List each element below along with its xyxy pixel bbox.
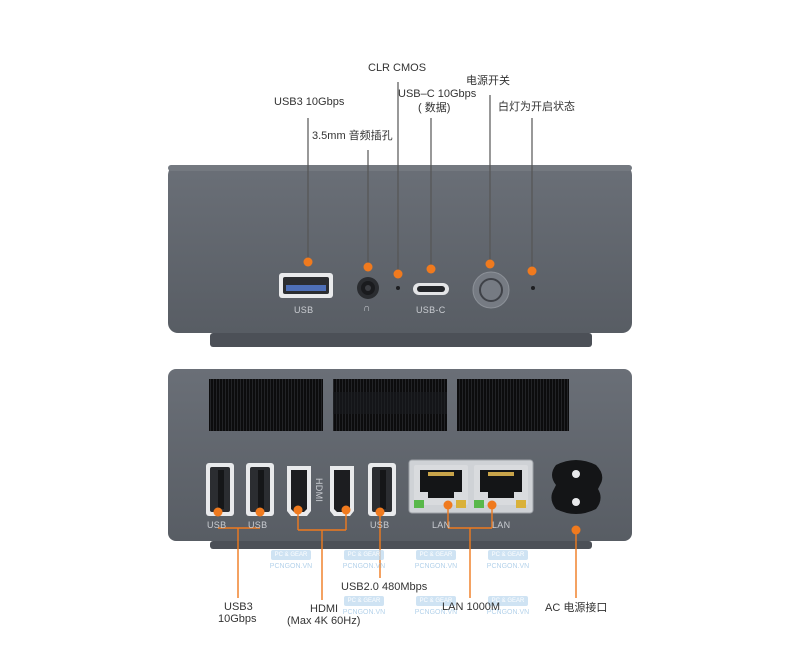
rear-lan-ports (408, 459, 534, 514)
rear-usb-text-3: USB (370, 520, 390, 530)
label-usbc-line1: USB–C 10Gbps (398, 88, 477, 100)
front-usb-port (279, 273, 333, 298)
front-usbc-port (413, 283, 449, 295)
front-usbc-text: USB-C (416, 305, 446, 315)
rear-usb-text-1: USB (207, 520, 227, 530)
rear-hdmi-port-1 (287, 466, 311, 516)
label-ac-power: AC 电源接口 (545, 602, 608, 614)
rear-hdmi-port-2 (330, 466, 354, 516)
front-clr-cmos-hole (396, 286, 400, 290)
rear-ac-inlet (551, 460, 603, 514)
rear-usb-port-2 (246, 463, 274, 516)
label-audio-jack: 3.5mm 音频插孔 (312, 130, 393, 142)
front-usb-text: USB (294, 305, 314, 315)
rear-lan-text-1: LAN (432, 520, 451, 530)
front-power-led (531, 286, 535, 290)
label-lan: LAN 1000M (442, 601, 501, 613)
top-callout-lines (307, 82, 533, 273)
front-panel (168, 165, 632, 347)
label-usb3-rear-line2: 10Gbps (218, 613, 257, 625)
label-clr-cmos: CLR CMOS (368, 62, 427, 74)
rear-lan-text-2: LAN (492, 520, 511, 530)
front-audio-jack (357, 277, 379, 299)
rear-hdmi-text: HDMI (314, 478, 324, 503)
rear-usb-port-3 (368, 463, 396, 516)
vent-right (457, 379, 569, 431)
headphone-icon: ∩ (363, 303, 371, 314)
label-usb3-rear-line1: USB3 (224, 601, 253, 613)
bottom-callout-lines (218, 508, 577, 600)
vent-left (209, 379, 323, 431)
label-hdmi-line1: HDMI (310, 603, 339, 615)
label-usbc-line2: ( 数据) (418, 102, 451, 114)
label-usb2: USB2.0 480Mbps (341, 581, 428, 593)
bottom-callout-dots (213, 500, 581, 535)
front-power-button (472, 271, 510, 309)
rear-usb-port-1 (206, 463, 234, 516)
label-power-switch: 电源开关 (466, 75, 510, 87)
top-callout-dots (303, 257, 537, 279)
label-hdmi-line2: (Max 4K 60Hz) (287, 615, 361, 627)
label-usb3-front: USB3 10Gbps (274, 96, 345, 108)
label-white-light: 白灯为开启状态 (498, 101, 575, 113)
rear-usb-text-2: USB (248, 520, 268, 530)
